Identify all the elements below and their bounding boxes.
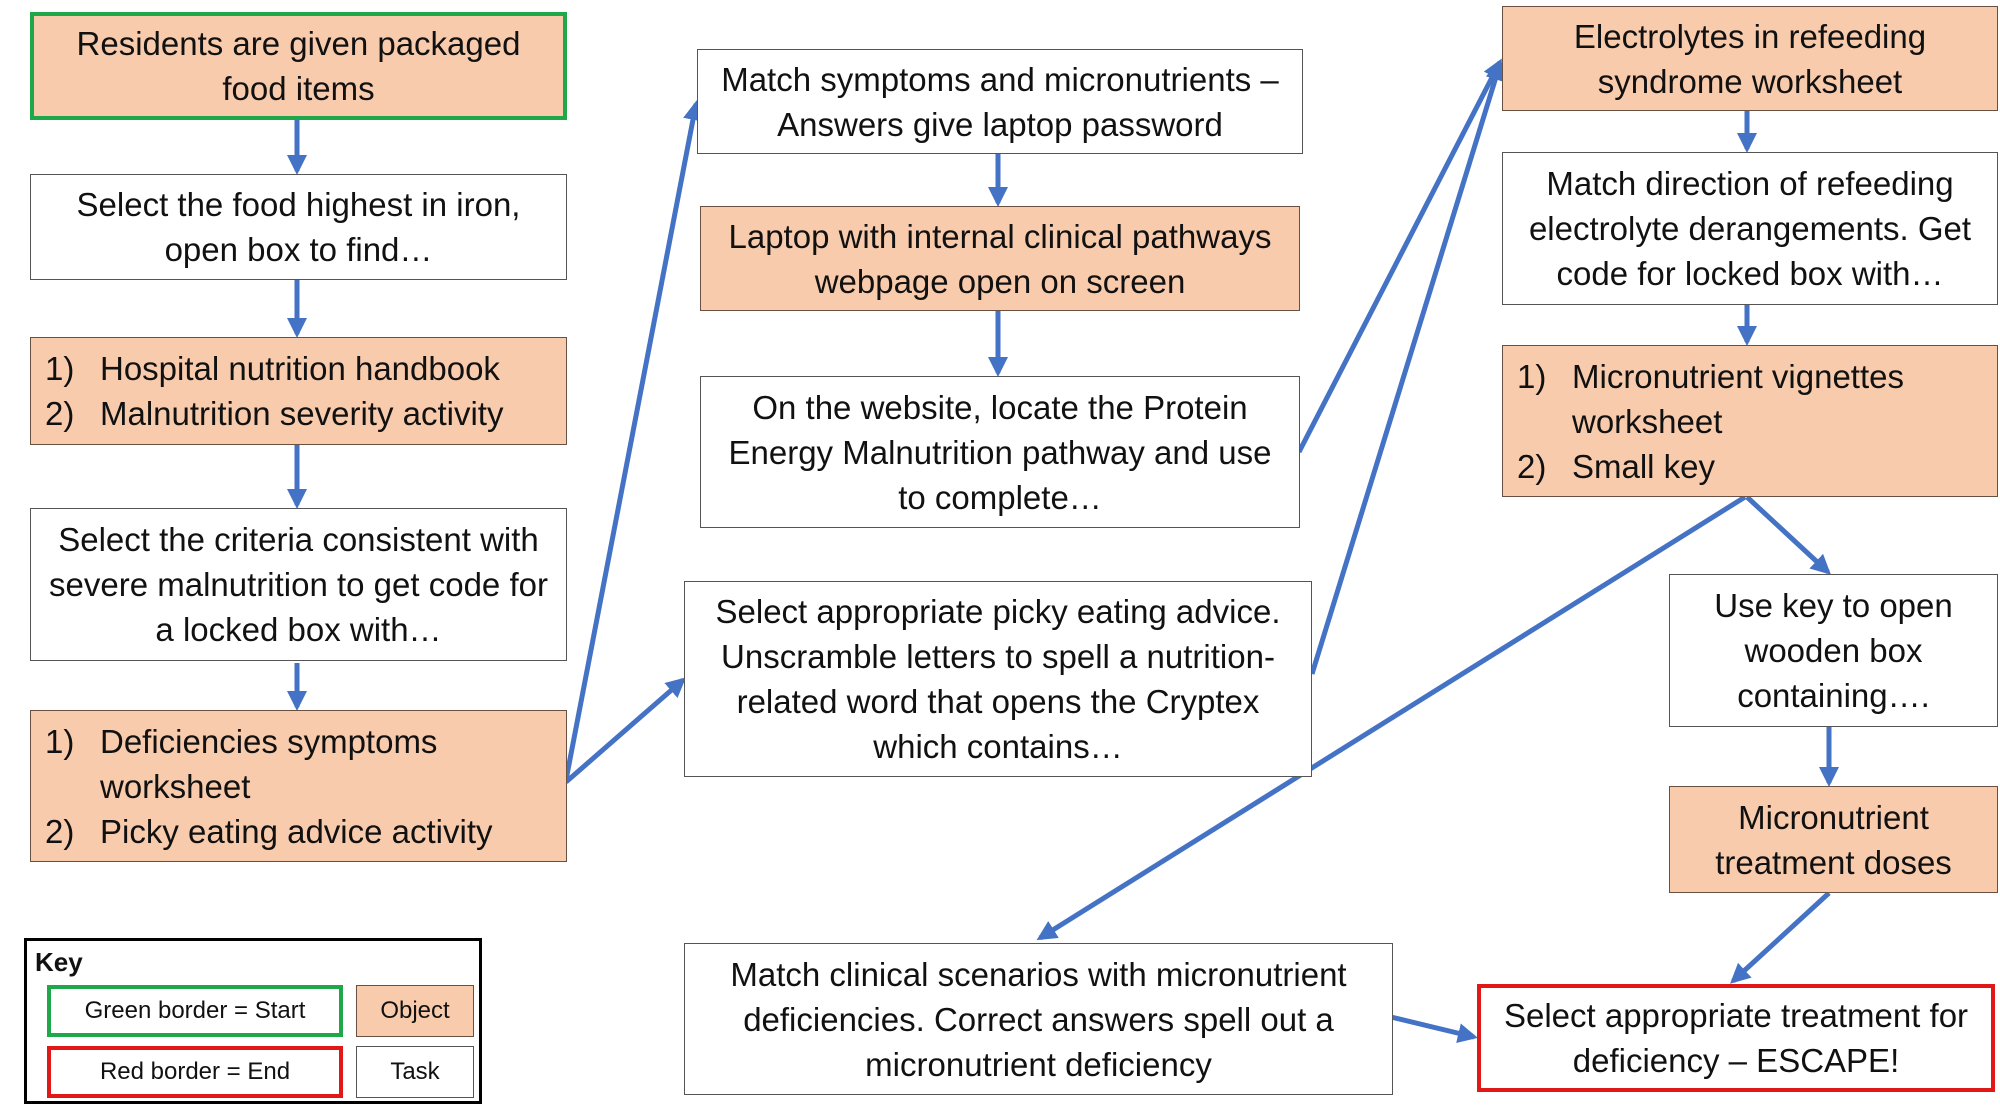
arrow-match-scenarios-to-escape	[1390, 1014, 1478, 1043]
start-packaged-food-text: Residents are given packaged food items	[76, 25, 521, 107]
laptop-object-text: Laptop with internal clinical pathways w…	[728, 217, 1272, 300]
arrow-deficiency-objects-to-match-symptoms	[563, 100, 703, 781]
start-packaged-food-node: Residents are given packaged food items	[30, 12, 567, 120]
treatment-doses-object-text: Micronutrient treatment doses	[1715, 798, 1952, 881]
arrow-vignette-objects-to-match-scenarios	[1036, 494, 1747, 941]
locate-pathway-task-node: On the website, locate the Protein Energ…	[700, 376, 1300, 528]
select-criteria-task-node: Select the criteria consistent with seve…	[30, 508, 567, 661]
legend-start-swatch: Green border = Start	[47, 985, 343, 1037]
select-iron-task-text: Select the food highest in iron, open bo…	[76, 186, 521, 268]
match-direction-task-text: Match direction of refeeding electrolyte…	[1528, 165, 1972, 292]
match-symptoms-task-text: Match symptoms and micronutrients – Answ…	[721, 60, 1279, 143]
escape-end-node: Select appropriate treatment for deficie…	[1477, 984, 1995, 1092]
legend-title: Key	[35, 947, 83, 977]
legend-object-label: Object	[380, 997, 450, 1024]
select-iron-task-node: Select the food highest in iron, open bo…	[30, 174, 567, 280]
use-key-task-node: Use key to open wooden box containing….	[1669, 574, 1998, 727]
list-item: 2) Picky eating advice activity	[45, 809, 552, 854]
match-direction-task-node: Match direction of refeeding electrolyte…	[1502, 152, 1998, 305]
list-number: 1)	[45, 350, 75, 387]
match-scenarios-task-text: Match clinical scenarios with micronutri…	[730, 955, 1347, 1083]
arrow-deficiency-objects-to-picky-eating	[564, 677, 687, 784]
list-number: 2)	[1517, 447, 1547, 485]
legend-task-swatch: Task	[356, 1046, 474, 1098]
list-number: 2)	[45, 395, 75, 432]
list-item: 1) Deficiencies symptoms worksheet	[45, 719, 552, 809]
legend-key: Key Green border = Start Object Red bord…	[24, 938, 482, 1104]
legend-end-label: Red border = End	[99, 1058, 291, 1085]
list-number: 2)	[45, 812, 75, 850]
list-number: 1)	[45, 722, 75, 760]
escape-end-text: Select appropriate treatment for deficie…	[1503, 997, 1969, 1079]
laptop-object-node: Laptop with internal clinical pathways w…	[700, 206, 1300, 311]
list-text: Small key	[1572, 447, 1716, 485]
arrow-locate-pathway-to-electrolytes	[1296, 58, 1503, 454]
vignette-objects-node: 1) Micronutrient vignettes worksheet 2) …	[1502, 345, 1998, 497]
list-item: 1) Micronutrient vignettes worksheet	[1517, 354, 1983, 444]
arrow-vignette-objects-to-use-key	[1745, 495, 1831, 575]
deficiency-objects-list: 1) Deficiencies symptoms worksheet 2) Pi…	[45, 719, 552, 854]
nutrition-objects-list: 1) Hospital nutrition handbook 2) Malnut…	[45, 346, 552, 436]
match-symptoms-task-node: Match symptoms and micronutrients – Answ…	[697, 49, 1303, 154]
select-criteria-task-text: Select the criteria consistent with seve…	[49, 521, 548, 648]
picky-eating-task-text: Select appropriate picky eating advice. …	[715, 593, 1281, 765]
nutrition-objects-node: 1) Hospital nutrition handbook 2) Malnut…	[30, 337, 567, 445]
use-key-task-text: Use key to open wooden box containing….	[1714, 587, 1953, 714]
picky-eating-task-node: Select appropriate picky eating advice. …	[684, 581, 1312, 777]
legend-task-label: Task	[390, 1058, 440, 1085]
list-text: Malnutrition severity activity	[100, 395, 504, 432]
electrolytes-object-text: Electrolytes in refeeding syndrome works…	[1573, 17, 1927, 100]
list-number: 1)	[1517, 357, 1547, 395]
list-item: 1) Hospital nutrition handbook	[45, 346, 552, 391]
vignette-objects-list: 1) Micronutrient vignettes worksheet 2) …	[1517, 354, 1983, 489]
legend-object-swatch: Object	[356, 985, 474, 1037]
electrolytes-object-node: Electrolytes in refeeding syndrome works…	[1502, 6, 1998, 111]
arrow-picky-eating-to-electrolytes	[1309, 60, 1505, 675]
list-item: 2) Small key	[1517, 444, 1983, 489]
legend-start-label: Green border = Start	[84, 997, 306, 1024]
arrow-treatment-doses-to-escape	[1730, 891, 1831, 984]
list-text: Picky eating advice activity	[100, 812, 493, 850]
list-text: Micronutrient vignettes worksheet	[1572, 357, 1904, 440]
list-text: Deficiencies symptoms worksheet	[100, 722, 438, 805]
deficiency-objects-node: 1) Deficiencies symptoms worksheet 2) Pi…	[30, 710, 567, 862]
match-scenarios-task-node: Match clinical scenarios with micronutri…	[684, 943, 1393, 1095]
legend-end-swatch: Red border = End	[47, 1046, 343, 1098]
treatment-doses-object-node: Micronutrient treatment doses	[1669, 786, 1998, 893]
list-text: Hospital nutrition handbook	[100, 350, 500, 387]
list-item: 2) Malnutrition severity activity	[45, 391, 552, 436]
locate-pathway-task-text: On the website, locate the Protein Energ…	[728, 388, 1272, 516]
